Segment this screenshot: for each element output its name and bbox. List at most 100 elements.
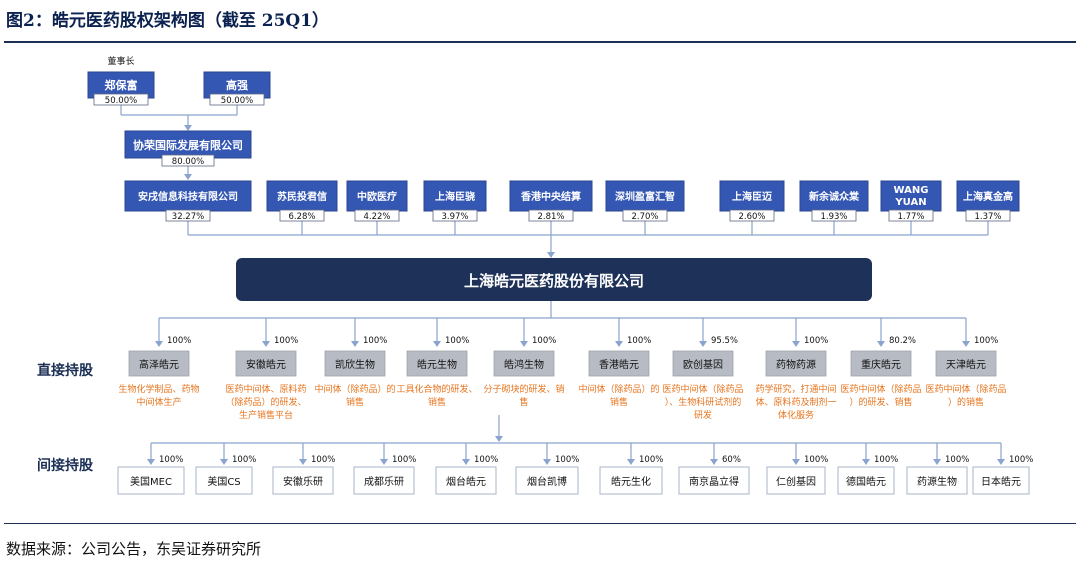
indirect-name: 日本皓元 — [981, 475, 1021, 488]
subsidiary-name: 安徽皓元 — [246, 358, 286, 371]
arrow-head — [877, 341, 885, 347]
indirect-holding-label: 间接持股 — [37, 457, 94, 474]
subsidiary-name: 欧创基因 — [683, 358, 723, 371]
arrow-head — [792, 459, 800, 465]
bottom-rule — [4, 523, 1076, 524]
shareholder-pct-box — [165, 209, 211, 222]
indirect-box — [837, 466, 895, 495]
subsidiary-name: 高泽皓元 — [139, 358, 179, 371]
indirect-name: 成都乐研 — [364, 476, 404, 488]
shareholder-name: 香港中央结算 — [521, 190, 581, 203]
subsidiary-pct: 100% — [532, 336, 556, 346]
subsidiary-name: 香港皓元 — [599, 359, 639, 371]
indirect-name: 美国MEC — [130, 475, 172, 488]
direct-holding-label: 直接持股 — [37, 362, 94, 379]
subsidiary-desc: 中间体（除药品）的 — [314, 383, 395, 395]
subsidiary-name: 皓鸿生物 — [504, 358, 544, 371]
company-name: 上海皓元医药股份有限公司 — [464, 272, 644, 290]
subsidiary-desc: 中间体（除药品）的 — [578, 383, 659, 395]
arrow-head — [262, 341, 270, 347]
shareholder-pct-box — [811, 209, 857, 222]
subsidiary-box — [765, 350, 827, 377]
subsidiary-pct: 95.5% — [711, 336, 738, 346]
shareholder-pct-box — [729, 209, 775, 222]
figure-title: 图2：皓元医药股权架构图（截至 25Q1） — [6, 11, 330, 31]
shareholder-name: 中欧医疗 — [357, 190, 397, 203]
indirect-box — [766, 466, 826, 495]
subsidiary-desc: 研发 — [694, 409, 712, 421]
arrow-head — [184, 174, 192, 180]
shareholder-pct: 1.77% — [897, 212, 924, 222]
subsidiary-pct: 100% — [627, 336, 651, 346]
subsidiary-pct: 100% — [363, 336, 387, 346]
indirect-pct: 100% — [555, 455, 579, 465]
shareholder-box — [423, 180, 487, 212]
arrow-head — [520, 341, 528, 347]
subsidiary-desc: 销售 — [610, 396, 628, 408]
shareholder-box — [956, 180, 1020, 212]
subsidiary-box — [588, 350, 650, 377]
indirect-pct: 100% — [874, 455, 898, 465]
indirect-name: 烟台皓元 — [446, 475, 486, 488]
arrow-head — [351, 341, 359, 347]
subsidiary-box — [850, 350, 912, 377]
indirect-box — [195, 466, 253, 495]
arrow-head — [792, 341, 800, 347]
top-holder-pct: 50.00% — [221, 96, 253, 106]
top-holder-name: 郑保富 — [105, 78, 138, 92]
subsidiary-desc: 医药中间体（除药品 — [925, 383, 1006, 395]
subsidiary-box — [324, 350, 386, 377]
subsidiary-pct: 80.2% — [889, 336, 916, 346]
shareholder-pct-box — [432, 209, 478, 222]
indirect-pct: 100% — [159, 455, 183, 465]
top-holder-pct: 50.00% — [105, 96, 137, 106]
top-holder-name: 高强 — [226, 78, 248, 92]
subsidiary-desc: 中间体生产 — [136, 396, 181, 408]
indirect-name: 仁创基因 — [776, 475, 816, 488]
subsidiary-desc: 售 — [519, 396, 528, 408]
subsidiary-name: 天津皓元 — [946, 359, 986, 371]
subsidiary-box — [493, 350, 555, 377]
arrow-head — [615, 341, 623, 347]
shareholder-pct: 4.22% — [363, 212, 390, 222]
shareholder-pct-box — [965, 209, 1011, 222]
indirect-pct: 60% — [722, 455, 741, 465]
indirect-pct: 100% — [311, 455, 335, 465]
shareholder-pct: 32.27% — [172, 212, 204, 222]
indirect-box — [678, 466, 750, 495]
shareholder-pct: 6.28% — [288, 212, 315, 222]
subsidiary-desc: 销售 — [346, 396, 364, 408]
indirect-name: 安徽乐研 — [283, 475, 323, 488]
indirect-box — [272, 466, 334, 495]
subsidiary-pct: 100% — [974, 336, 998, 346]
arrow-head — [547, 252, 555, 258]
indirect-name: 南京晶立得 — [689, 475, 739, 488]
arrow-head — [543, 459, 551, 465]
indirect-pct: 100% — [804, 455, 828, 465]
indirect-pct: 100% — [474, 455, 498, 465]
subsidiary-pct: 100% — [274, 336, 298, 346]
subsidiary-pct: 100% — [167, 336, 191, 346]
indirect-box — [599, 466, 663, 495]
shareholder-pct-box — [528, 209, 574, 222]
subsidiary-pct: 100% — [804, 336, 828, 346]
indirect-name: 烟台凯博 — [527, 475, 567, 488]
subsidiary-box — [235, 350, 297, 377]
shareholder-pct: 1.93% — [820, 212, 847, 222]
arrow-head — [933, 459, 941, 465]
shareholder-name: 上海臣迈 — [732, 190, 772, 203]
indirect-box — [906, 466, 968, 495]
arrow-head — [699, 341, 707, 347]
indirect-pct: 100% — [1009, 455, 1033, 465]
shareholder-box — [719, 180, 785, 212]
subsidiary-desc: 医药中间体（除药品 — [840, 383, 921, 395]
indirect-box — [515, 466, 579, 495]
subsidiary-desc: 工具化合物的研发、 — [396, 383, 477, 395]
shareholder-box — [799, 180, 869, 212]
shareholder-name: 上海真金高 — [963, 190, 1013, 203]
subsidiary-desc: 医药中间体、原料药 — [225, 383, 306, 395]
middle-holder-pct-box — [161, 154, 215, 167]
arrow-head — [710, 459, 718, 465]
subsidiary-desc: ）、生物科研试剂的 — [665, 396, 742, 408]
shareholder-pct-box — [279, 209, 325, 222]
